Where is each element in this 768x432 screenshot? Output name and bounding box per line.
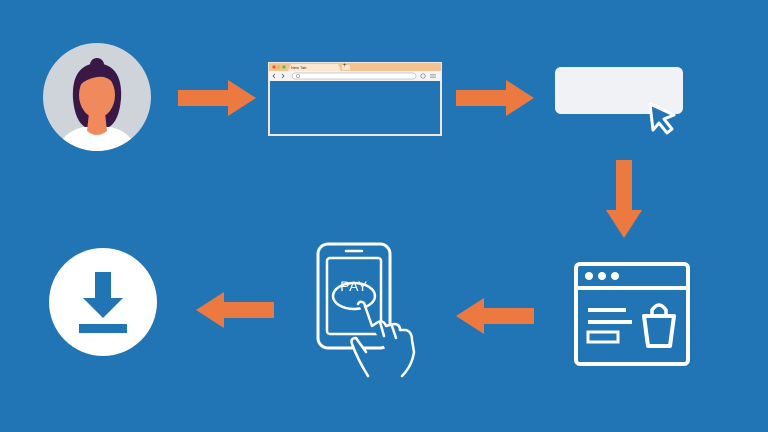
flow-arrow-5	[196, 292, 274, 328]
mouse-cursor-icon	[648, 102, 676, 135]
flow-arrow-1	[178, 80, 256, 116]
pay-label: PAY	[340, 278, 368, 294]
shopping-bag-icon	[642, 303, 676, 348]
new-tab-button: +	[343, 63, 347, 69]
flow-arrow-3	[606, 160, 642, 238]
mobile-pay-icon	[316, 242, 416, 378]
click-button-node	[554, 66, 686, 142]
mobile-pay-node: PAY	[314, 240, 418, 378]
user-avatar-icon	[43, 43, 151, 151]
download-icon	[49, 248, 157, 356]
browser-tab-title: New Tab	[291, 65, 307, 70]
flow-arrow-4	[456, 298, 534, 334]
download-node	[49, 248, 157, 356]
shop-webpage-node	[574, 262, 692, 368]
browser-window-icon	[268, 62, 442, 136]
click-button-icon	[555, 67, 683, 135]
flow-arrow-2	[456, 80, 534, 116]
shop-webpage-icon	[574, 262, 690, 366]
browser-window-node: New Tab +	[268, 62, 442, 136]
user-avatar-node	[43, 43, 151, 151]
hand-icon	[350, 300, 416, 378]
